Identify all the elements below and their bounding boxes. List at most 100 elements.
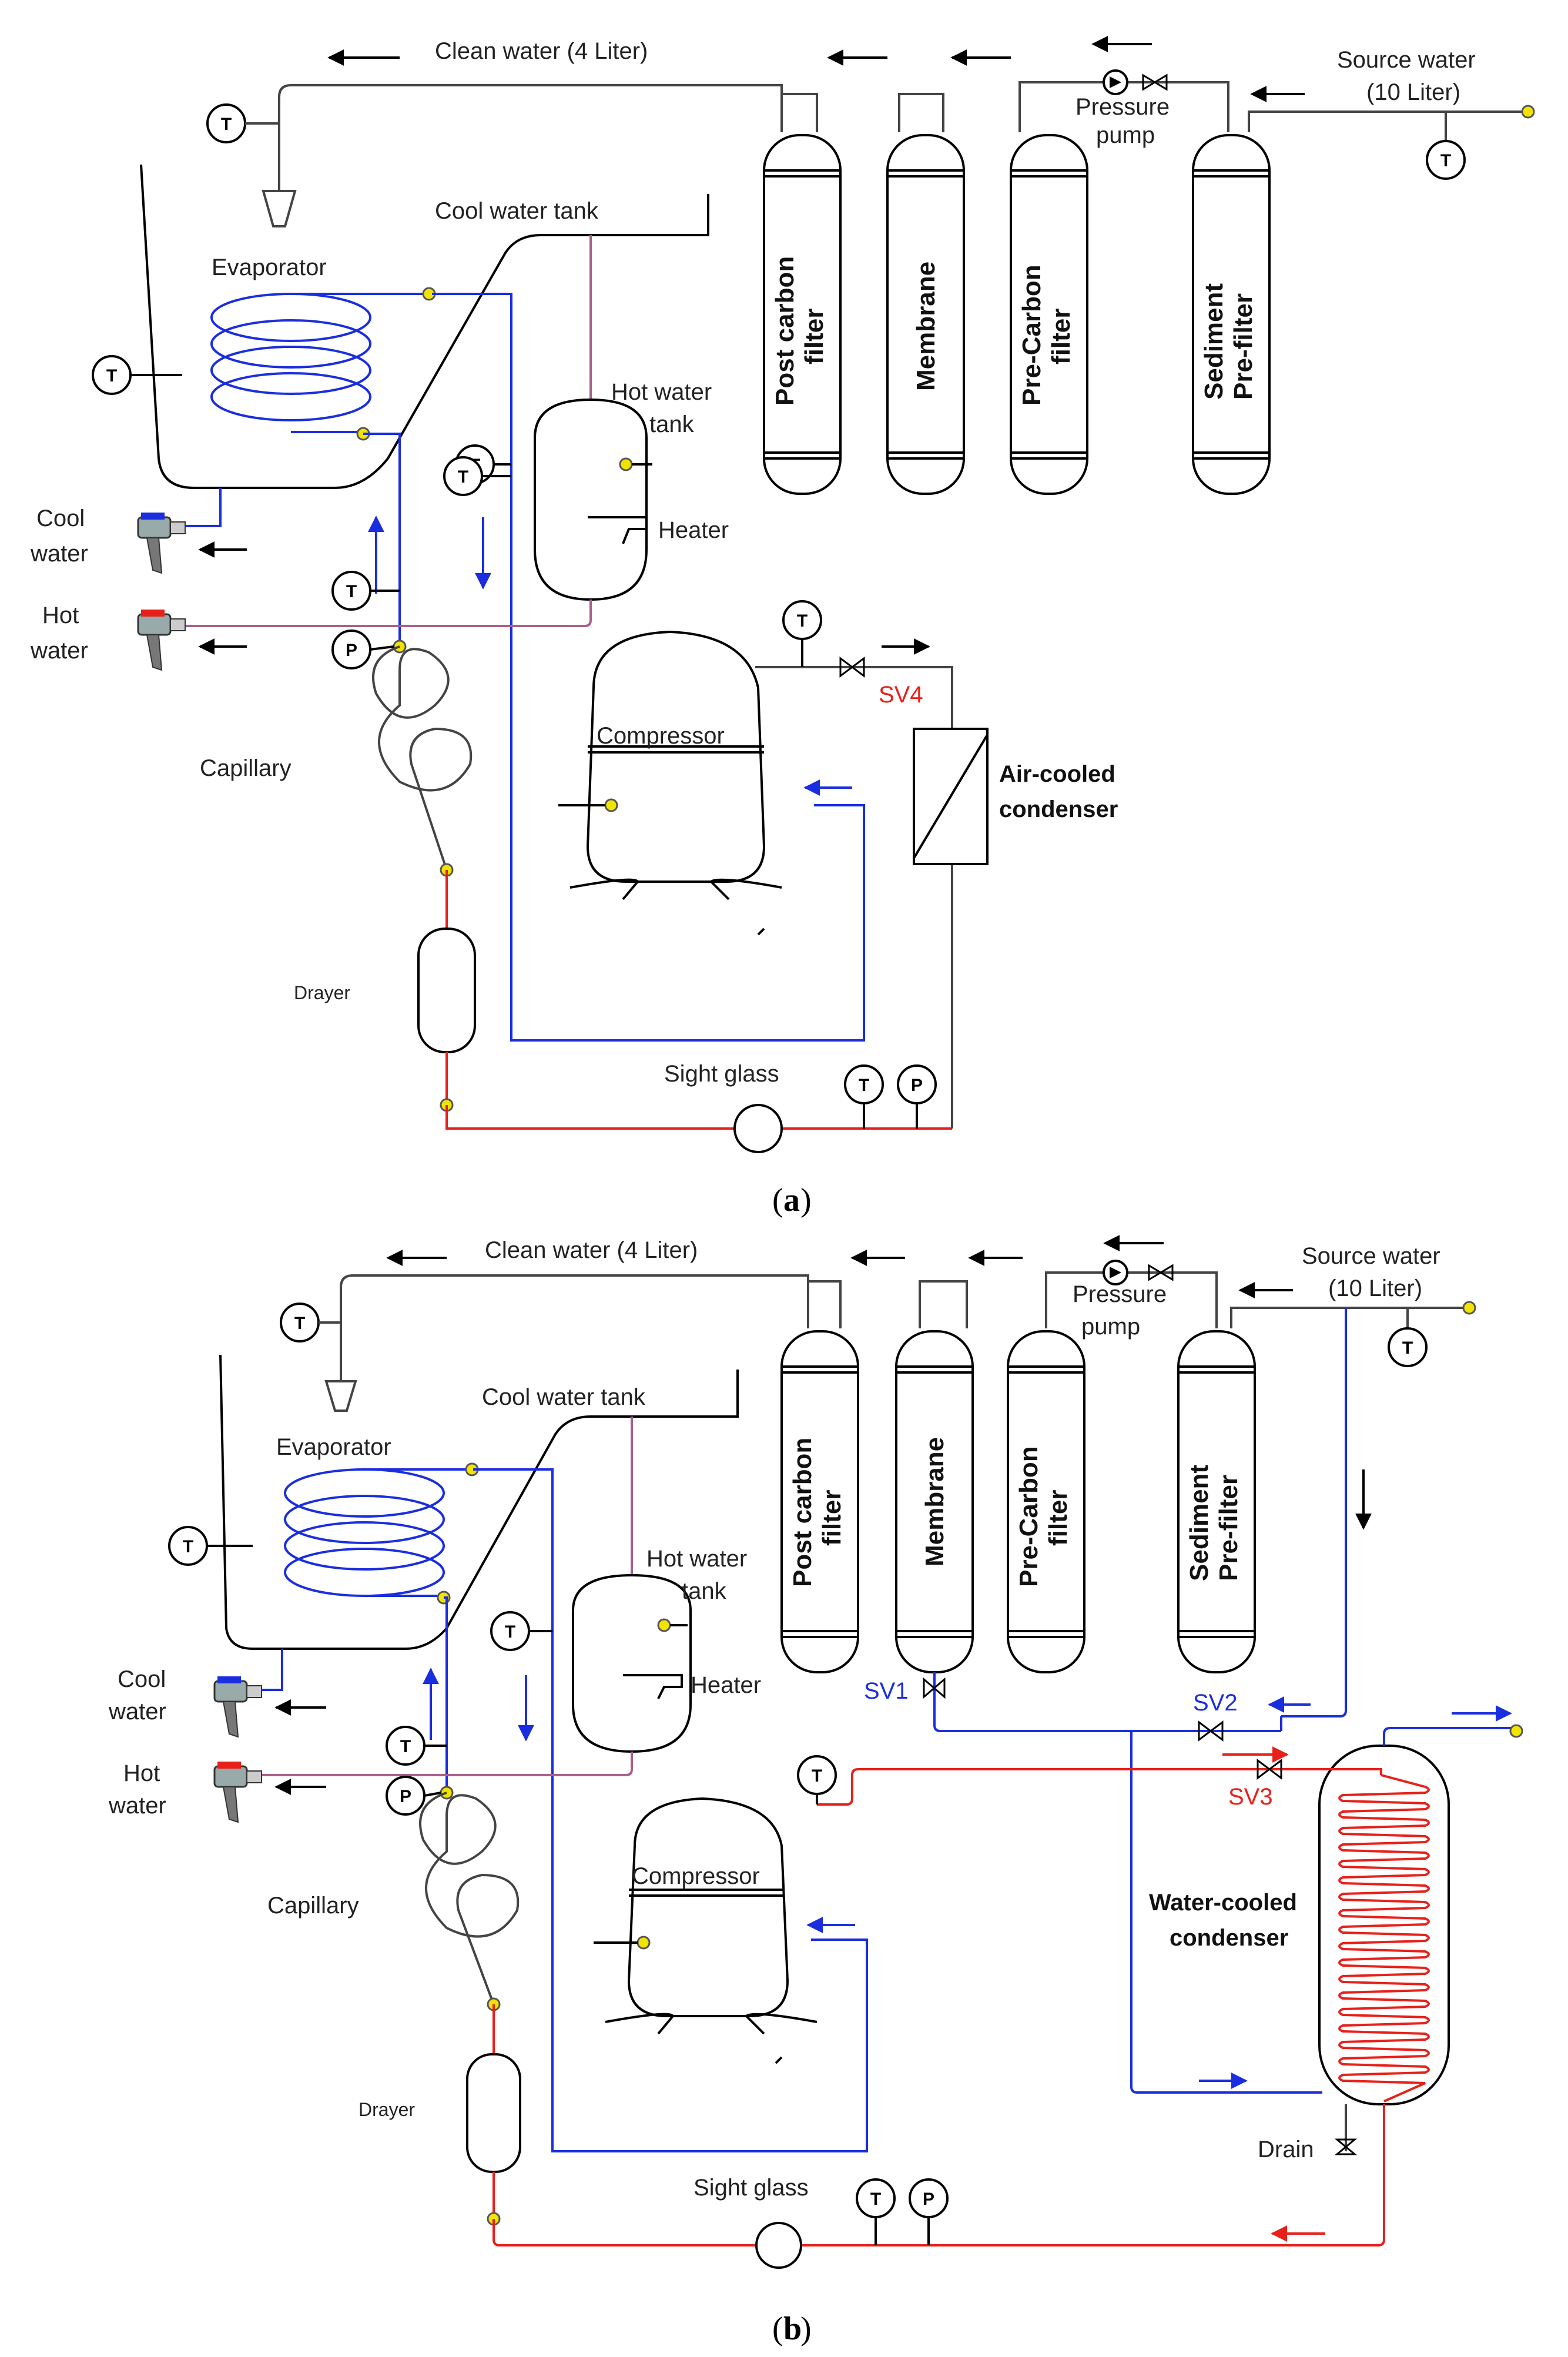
suction-line <box>432 293 865 1042</box>
valve-icon <box>1142 73 1168 91</box>
hot-water-tank-label: Hot water <box>611 379 712 405</box>
cool-water-faucet-icon <box>213 1676 262 1738</box>
panel-a-caption: a <box>783 1182 800 1218</box>
heater-label: Heater <box>658 517 729 543</box>
source-water-label: Source water <box>1302 1243 1440 1269</box>
cool-water-tank-label: Cool water tank <box>435 198 599 224</box>
filter-label: filter <box>1047 309 1076 364</box>
hot-water-tank <box>534 398 648 601</box>
svg-text:filter: filter <box>1044 1490 1073 1546</box>
hot-water-tank <box>572 1573 692 1753</box>
sight-glass-icon <box>733 1104 783 1153</box>
clean-water-label: Clean water (4 Liter) <box>435 38 648 64</box>
hot-water-tank-label: Hot water <box>646 1546 747 1572</box>
sight-glass-label: Sight glass <box>664 1061 779 1087</box>
filter-pre-carbon: Pre-Carbon filter <box>1007 1330 1085 1673</box>
filter-label: Membrane <box>912 262 940 391</box>
valve-icon <box>839 657 865 678</box>
svg-text:T: T <box>458 467 468 487</box>
svg-text:T: T <box>346 582 357 601</box>
evaporator-coil <box>210 293 371 421</box>
cool-water-tank-label: Cool water tank <box>482 1384 646 1410</box>
condenser-label-2: condenser <box>999 796 1118 822</box>
sv1-label: SV1 <box>864 1678 909 1704</box>
svg-text:T: T <box>797 611 808 631</box>
liquid-line <box>445 1105 952 1130</box>
source-water-volume: (10 Liter) <box>1328 1275 1422 1301</box>
svg-text:): ) <box>800 1182 812 1218</box>
source-water-line <box>1248 111 1528 132</box>
svg-text:P: P <box>911 1076 923 1095</box>
cool-water-label-2: water <box>108 1699 166 1725</box>
filter-label: Post carbon <box>770 256 799 406</box>
cool-water-label-2: water <box>30 541 88 567</box>
source-water-label: Source water <box>1337 47 1476 73</box>
sv2-valve-icon <box>1198 1720 1224 1742</box>
dryer-icon <box>466 2053 521 2173</box>
svg-text:Pre-Carbon: Pre-Carbon <box>1014 1446 1043 1587</box>
cool-water-tank <box>140 164 709 489</box>
filter-sediment: Sediment Pre-filter <box>1177 1330 1256 1673</box>
hot-water-line <box>182 600 592 627</box>
svg-text:P: P <box>346 641 357 660</box>
condenser-label: Water-cooled <box>1149 1890 1297 1916</box>
svg-text:(: ( <box>772 1182 783 1218</box>
dryer-icon <box>417 928 476 1053</box>
sight-glass-label: Sight glass <box>693 2175 809 2201</box>
heater-label: Heater <box>691 1672 761 1698</box>
source-water-volume: (10 Liter) <box>1366 79 1460 105</box>
cool-water-label: Cool <box>118 1666 166 1692</box>
link-post-membrane <box>780 93 818 132</box>
hot-water-tank-label-2: tank <box>649 411 695 437</box>
compressor-icon <box>627 1797 789 2017</box>
sensor-point <box>1521 105 1535 119</box>
filter-post-carbon: Post carbon filter <box>763 134 842 495</box>
hot-water-label: Hot <box>42 602 79 628</box>
sv2-label: SV2 <box>1193 1690 1238 1716</box>
svg-text:T: T <box>505 1622 515 1642</box>
cool-water-label: Cool <box>36 505 85 531</box>
filter-membrane: Membrane <box>895 1330 974 1673</box>
sight-glass-icon <box>755 2222 802 2269</box>
clean-water-line <box>278 84 783 132</box>
filter-label: Pre-Carbon <box>1017 265 1046 406</box>
svg-text:T: T <box>859 1076 869 1095</box>
svg-text:P: P <box>923 2189 934 2209</box>
svg-text:(: ( <box>772 2311 783 2347</box>
hot-water-faucet-icon <box>137 610 186 671</box>
nozzle-icon <box>262 190 297 227</box>
sv3-label: SV3 <box>1228 1784 1273 1810</box>
filter-membrane: Membrane <box>886 134 965 495</box>
temperature-sensor <box>1426 140 1466 180</box>
filter-pre-carbon: Pre-Carbon filter <box>1010 134 1088 495</box>
svg-text:Post carbon: Post carbon <box>788 1438 817 1587</box>
pressure-pump-label-2: pump <box>1081 1314 1140 1340</box>
svg-text:Sediment: Sediment <box>1185 1465 1214 1581</box>
condenser-coil-path <box>1338 1774 1430 2102</box>
condenser-label-2: condenser <box>1170 1925 1288 1951</box>
pressure-pump-label: Pressure <box>1073 1281 1167 1307</box>
clean-water-label: Clean water (4 Liter) <box>485 1237 698 1263</box>
compressor-icon <box>586 630 766 883</box>
link-membrane-precarbon <box>898 93 944 132</box>
svg-text:T: T <box>183 1537 193 1556</box>
pressure-pump-label: Pressure <box>1076 94 1170 120</box>
pressure-pump-label-2: pump <box>1096 122 1155 148</box>
evaporator-label: Evaporator <box>276 1434 391 1460</box>
filter-label: filter <box>800 309 829 364</box>
filter-label: Pre-filter <box>1229 293 1258 400</box>
sv1-valve-icon <box>923 1677 946 1699</box>
filter-label: Sediment <box>1200 283 1228 400</box>
condenser-label: Air-cooled <box>999 761 1115 787</box>
filter-sediment: Sediment Pre-filter <box>1192 134 1271 495</box>
heater-icon <box>623 1674 683 1699</box>
svg-text:T: T <box>870 2189 881 2209</box>
dryer-label: Drayer <box>359 2099 415 2120</box>
svg-text:T: T <box>812 1766 822 1786</box>
compressor-label: Compressor <box>632 1863 760 1889</box>
sv4-label: SV4 <box>879 682 923 708</box>
svg-text:Pre-filter: Pre-filter <box>1214 1475 1243 1581</box>
hot-water-label: Hot <box>123 1760 160 1786</box>
evaporator-coil <box>284 1468 445 1597</box>
evaporator-label: Evaporator <box>212 255 327 280</box>
